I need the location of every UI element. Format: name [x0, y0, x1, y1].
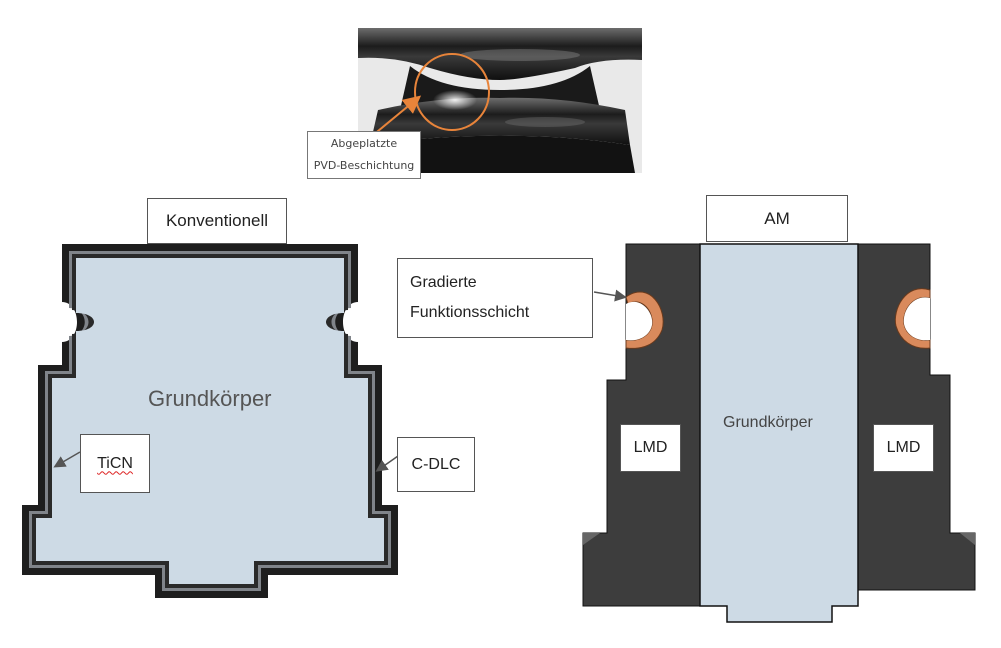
am-base-body	[699, 243, 859, 623]
photo-damage-label: Abgeplatzte PVD-Beschichtung	[307, 131, 421, 179]
conventional-part	[22, 244, 399, 598]
lmd-right-label: LMD	[886, 439, 921, 456]
am-body-label: Grundkörper	[723, 414, 813, 431]
conventional-body-label: Grundkörper	[148, 386, 272, 411]
graded-layer-line2: Funktionsschicht	[410, 304, 530, 321]
graded-layer-line1: Gradierte	[410, 274, 477, 291]
c-dlc-arrow	[375, 455, 399, 472]
lmd-right-block	[857, 243, 976, 591]
graded-layer-arrow	[593, 289, 627, 302]
lmd-right-label-box: LMD	[873, 424, 934, 472]
ticn-label-box: TiCN	[80, 434, 150, 493]
graded-layer-label-box: Gradierte Funktionsschicht	[397, 258, 593, 338]
c-dlc-label: C-DLC	[411, 455, 461, 473]
am-title-box: AM	[706, 195, 848, 242]
c-dlc-label-box: C-DLC	[397, 437, 475, 492]
ticn-arrow	[53, 451, 81, 468]
am-title: AM	[764, 208, 790, 228]
lmd-left-label: LMD	[633, 439, 668, 456]
ticn-label: TiCN	[97, 454, 133, 472]
lmd-left-label-box: LMD	[620, 424, 681, 472]
photo-label-line2: PVD-Beschichtung	[313, 159, 415, 172]
damage-circle	[414, 53, 490, 131]
damage-arrow	[371, 95, 422, 137]
conventional-title-box: Konventionell	[147, 198, 287, 244]
conventional-base-body	[36, 258, 384, 584]
photo-label-line1: Abgeplatzte	[330, 137, 398, 150]
conventional-title: Konventionell	[165, 211, 269, 230]
graded-layer-left	[625, 291, 664, 349]
